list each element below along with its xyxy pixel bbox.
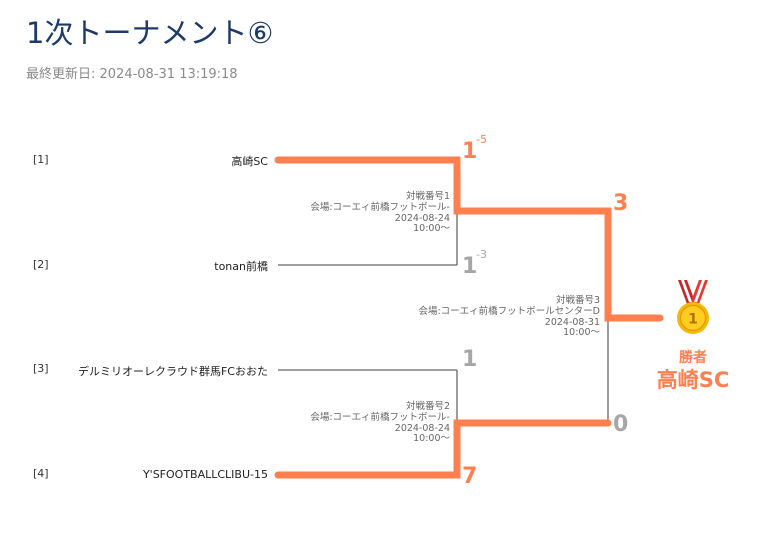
score-final-top: 3 xyxy=(613,191,629,216)
match-date: 2024-08-31 xyxy=(544,316,600,328)
line-team4-win xyxy=(274,419,612,479)
team-name-3[interactable]: デルミリオーレクラウド群馬FCおおた xyxy=(77,365,268,378)
match-date: 2024-08-24 xyxy=(394,422,450,434)
pk-match1-top: -5 xyxy=(476,133,487,146)
match-venue: 会場:コーエィ前橋フットボール- xyxy=(310,411,450,423)
score-final-bottom: 0 xyxy=(613,412,629,437)
match-time: 10:00〜 xyxy=(413,223,450,235)
match-venue: 会場:コーエィ前橋フットボール- xyxy=(310,201,450,213)
match-venue: 会場:コーエィ前橋フットボールセンターD xyxy=(418,305,600,317)
medal-number: 1 xyxy=(688,312,698,328)
gold-medal-icon: 1 xyxy=(677,280,709,334)
match-date: 2024-08-24 xyxy=(394,212,450,224)
match-info-1[interactable]: 対戦番号1 会場:コーエィ前橋フットボール- 2024-08-24 10:00〜 xyxy=(310,191,450,235)
seed-1: [1] xyxy=(33,153,49,166)
score-match1-bottom: 1 xyxy=(462,254,478,279)
winner-label: 勝者 xyxy=(679,350,707,366)
score-match1-top: 1 xyxy=(462,139,478,164)
match-number: 対戦番号1 xyxy=(405,191,450,202)
match-info-3[interactable]: 対戦番号3 会場:コーエィ前橋フットボールセンターD 2024-08-31 10… xyxy=(418,295,600,339)
match-number: 対戦番号2 xyxy=(405,401,450,412)
page-title: 1次トーナメント⑥ xyxy=(26,16,274,50)
winner-name[interactable]: 高崎SC xyxy=(656,368,730,392)
pk-match1-bottom: -3 xyxy=(476,248,487,261)
match-number: 対戦番号3 xyxy=(555,295,600,306)
seed-3: [3] xyxy=(33,362,49,375)
match-info-2[interactable]: 対戦番号2 会場:コーエィ前橋フットボール- 2024-08-24 10:00〜 xyxy=(310,401,450,445)
match-time: 10:00〜 xyxy=(413,433,450,445)
team-name-1[interactable]: 高崎SC xyxy=(231,155,268,168)
seed-4: [4] xyxy=(33,467,49,480)
last-updated: 最終更新日: 2024-08-31 13:19:18 xyxy=(26,67,238,82)
score-match2-bottom: 7 xyxy=(462,464,478,489)
match-time: 10:00〜 xyxy=(563,327,600,339)
team-name-4[interactable]: Y'SFOOTBALLCLIBU-15 xyxy=(142,468,268,481)
team-name-2[interactable]: tonan前橋 xyxy=(214,260,268,273)
seed-2: [2] xyxy=(33,258,49,271)
line-team1-win xyxy=(274,156,664,322)
score-match2-top: 1 xyxy=(462,347,478,372)
